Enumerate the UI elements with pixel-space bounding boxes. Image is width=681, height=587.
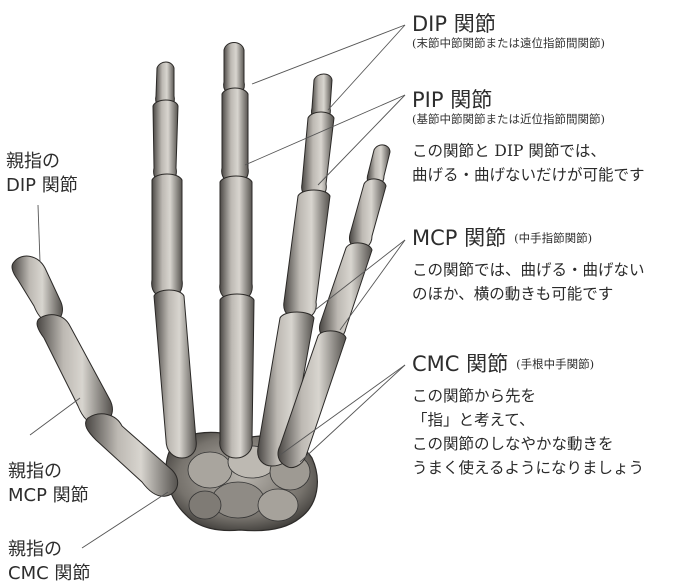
mcp-joint-description: この関節では、曲げる・曲げない のほか、横の動きも可能です — [412, 258, 645, 306]
cmc-desc-line: うまく使えるようになりましょう — [412, 456, 644, 480]
middle-finger-bones — [220, 43, 254, 459]
leader-thumb-cmc — [82, 492, 168, 548]
index-finger-bones — [152, 62, 197, 458]
thumb-cmc-line1: 親指の — [8, 538, 90, 562]
dip-joint-label: DIP 関節 (末節中節関節または遠位指節間関節) — [412, 12, 605, 51]
cmc-joint-title: CMC 関節 — [412, 352, 508, 376]
thumb-dip-line2: DIP 関節 — [6, 174, 78, 198]
pip-joint-title: PIP 関節 — [412, 88, 645, 112]
dip-joint-subtitle: (末節中節関節または遠位指節間関節) — [412, 36, 605, 51]
cmc-joint-label: CMC 関節 (手根中手関節) この関節から先を 「指」と考えて、 この関節のしな… — [412, 352, 644, 480]
mcp-desc-line: この関節では、曲げる・曲げない — [412, 258, 645, 282]
cmc-desc-line: 「指」と考えて、 — [412, 408, 644, 432]
cmc-desc-line: この関節から先を — [412, 384, 644, 408]
mcp-desc-line: のほか、横の動きも可能です — [412, 282, 645, 306]
cmc-joint-subtitle: (手根中手関節) — [516, 357, 594, 371]
pip-desc-line: この関節と DIP 関節では、 — [412, 139, 645, 163]
thumb-mcp-line2: MCP 関節 — [8, 484, 89, 508]
mcp-joint-title: MCP 関節 — [412, 226, 506, 250]
thumb-mcp-line1: 親指の — [8, 460, 89, 484]
cmc-joint-description: この関節から先を 「指」と考えて、 この関節のしなやかな動きを うまく使えるよう… — [412, 384, 644, 480]
mcp-joint-label: MCP 関節 (中手指節関節) この関節では、曲げる・曲げない のほか、横の動きも… — [412, 226, 645, 306]
pip-joint-subtitle: (基節中節関節または近位指節間関節) — [412, 112, 645, 127]
thumb-dip-line1: 親指の — [6, 150, 78, 174]
leader-thumb-mcp — [30, 398, 80, 435]
thumb-cmc-label: 親指の CMC 関節 — [8, 538, 90, 586]
leader-thumb-dip — [38, 205, 40, 262]
pip-desc-line: 曲げる・曲げないだけが可能です — [412, 163, 645, 187]
dip-joint-title: DIP 関節 — [412, 12, 605, 36]
mcp-joint-subtitle: (中手指節関節) — [514, 231, 592, 245]
pip-joint-label: PIP 関節 (基節中節関節または近位指節間関節) この関節と DIP 関節では… — [412, 88, 645, 187]
thumb-cmc-line2: CMC 関節 — [8, 562, 90, 586]
pip-joint-description: この関節と DIP 関節では、 曲げる・曲げないだけが可能です — [412, 139, 645, 187]
cmc-desc-line: この関節のしなやかな動きを — [412, 432, 644, 456]
leader-dip-ring — [328, 25, 405, 110]
thumb-mcp-label: 親指の MCP 関節 — [8, 460, 89, 508]
thumb-dip-label: 親指の DIP 関節 — [6, 150, 78, 198]
